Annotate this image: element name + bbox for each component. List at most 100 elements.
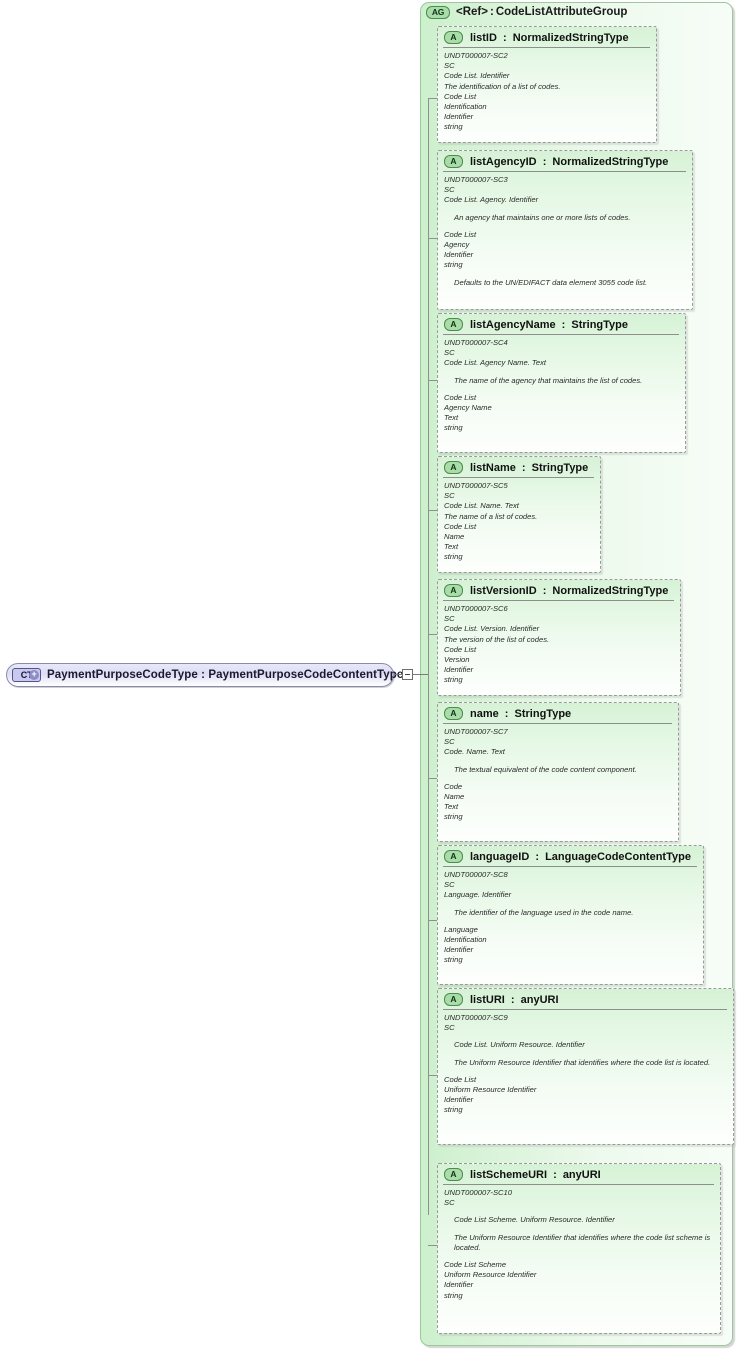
attribute-name: listAgencyID bbox=[470, 155, 537, 168]
annotation-line: Identifier bbox=[444, 250, 474, 260]
attribute-type: NormalizedStringType bbox=[552, 584, 669, 597]
annotation-line: Code bbox=[444, 781, 463, 791]
annotation-spacer bbox=[444, 1033, 727, 1040]
annotation-spacer bbox=[444, 386, 679, 393]
annotation-line: Identification bbox=[444, 102, 487, 112]
annotation-line: Name bbox=[444, 792, 465, 802]
annotation-spacer bbox=[444, 1226, 714, 1233]
annotation-line: Code List Scheme. Uniform Resource. Iden… bbox=[454, 1215, 615, 1225]
tree-connector-stub bbox=[428, 778, 437, 779]
annotation-spacer bbox=[444, 271, 686, 278]
annotation-line: SC bbox=[444, 880, 455, 890]
annotation-line: Code List. Agency. Identifier bbox=[444, 195, 539, 205]
attribute-badge-icon: A bbox=[444, 850, 463, 863]
attribute-badge-icon: A bbox=[444, 155, 463, 168]
collapse-toggle-icon[interactable] bbox=[402, 669, 413, 680]
expand-plus-icon[interactable]: + bbox=[29, 670, 39, 680]
annotation-line: Identifier bbox=[444, 1280, 474, 1290]
tree-connector-stub bbox=[428, 510, 437, 511]
attribute-type: anyURI bbox=[520, 993, 559, 1006]
complextype-node[interactable]: CT+ PaymentPurposeCodeType : PaymentPurp… bbox=[6, 663, 403, 687]
annotation-line: Identifier bbox=[444, 665, 474, 675]
annotation-line: Code List bbox=[444, 229, 477, 239]
annotation-line: SC bbox=[444, 1198, 455, 1208]
annotation-line: Code List bbox=[444, 1074, 477, 1084]
attribute-group-ref-name: <Ref> bbox=[456, 6, 488, 18]
attribute-separator: : bbox=[532, 850, 543, 863]
annotation-line: UNDT000007-SC6 bbox=[444, 604, 508, 613]
annotation-line: Code List. Version. Identifier bbox=[444, 624, 540, 634]
annotation-line: The Uniform Resource Identifier that ide… bbox=[454, 1057, 711, 1067]
annotation-line: Version bbox=[444, 655, 470, 665]
attribute-name: listName bbox=[470, 461, 516, 474]
attribute-badge-icon: A bbox=[444, 707, 463, 720]
annotation-line: Code List Scheme bbox=[444, 1260, 507, 1270]
annotation-line: Uniform Resource Identifier bbox=[444, 1085, 537, 1095]
attribute-separator: : bbox=[501, 707, 512, 720]
tree-spine bbox=[428, 98, 429, 1215]
attribute-name: languageID bbox=[470, 850, 530, 863]
attribute-name: listURI bbox=[470, 993, 505, 1006]
annotation-line: Language bbox=[444, 924, 478, 934]
annotation-line: string bbox=[444, 423, 463, 433]
tree-connector-stub bbox=[428, 634, 437, 635]
annotation-line: string bbox=[444, 675, 463, 685]
attribute-type: anyURI bbox=[562, 1168, 601, 1181]
annotation-line: Code List. Agency Name. Text bbox=[444, 358, 547, 368]
attribute-group-header[interactable]: AG <Ref>:CodeListAttributeGroup bbox=[426, 4, 627, 20]
annotation-line: SC bbox=[444, 185, 455, 195]
annotation-line: Uniform Resource Identifier bbox=[444, 1270, 537, 1280]
attribute-badge-icon: A bbox=[444, 584, 463, 597]
annotation-line: Identifier bbox=[444, 112, 474, 122]
attribute-name: listAgencyName bbox=[470, 318, 556, 331]
attribute-group-badge-icon: AG bbox=[426, 5, 450, 19]
annotation-line: An agency that maintains one or more lis… bbox=[454, 212, 631, 222]
annotation-line: Code List. Identifier bbox=[444, 71, 510, 81]
annotation-line: Code List bbox=[444, 644, 477, 654]
attribute-separator: : bbox=[507, 993, 518, 1006]
connector-line-to-group bbox=[413, 674, 429, 675]
annotation-line: SC bbox=[444, 61, 455, 71]
annotation-line: Identifier bbox=[444, 1095, 474, 1105]
annotation-line: SC bbox=[444, 348, 455, 358]
attribute-group-title: <Ref>:CodeListAttributeGroup bbox=[456, 6, 627, 18]
attribute-type: NormalizedStringType bbox=[552, 155, 669, 168]
annotation-line: string bbox=[444, 1105, 463, 1115]
annotation-line: located. bbox=[454, 1242, 481, 1252]
annotation-spacer bbox=[444, 369, 679, 376]
tree-connector-stub bbox=[428, 1245, 437, 1246]
annotation-line: SC bbox=[444, 737, 455, 747]
tree-connector-stub bbox=[428, 238, 437, 239]
annotation-line: string bbox=[444, 552, 463, 562]
attribute-separator: : bbox=[550, 1168, 560, 1181]
annotation-spacer bbox=[444, 918, 697, 925]
attribute-badge-icon: A bbox=[444, 318, 463, 331]
attribute-name: name bbox=[470, 707, 499, 720]
tree-connector-stub bbox=[428, 920, 437, 921]
annotation-line: Agency Name bbox=[444, 403, 492, 413]
annotation-line: Text bbox=[444, 802, 459, 812]
